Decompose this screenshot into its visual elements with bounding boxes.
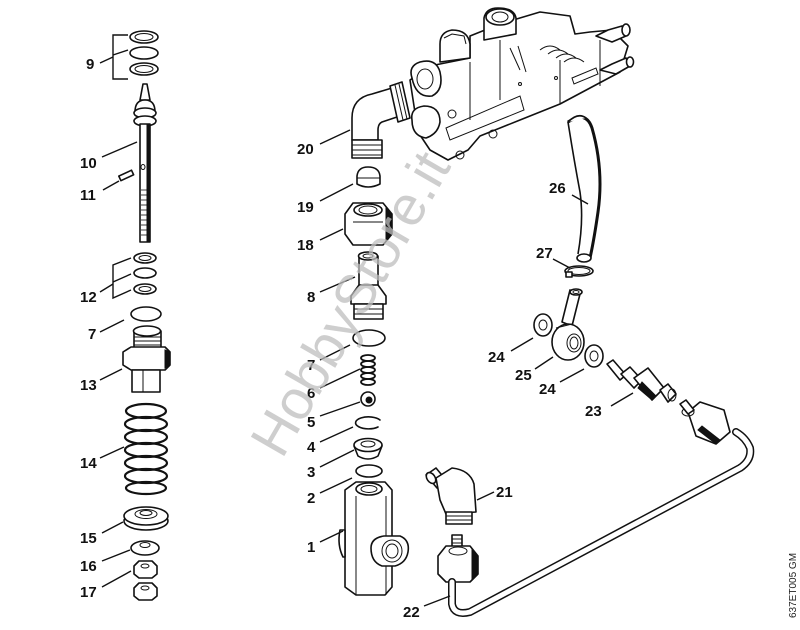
part-12-orings [133,252,157,295]
leader-5 [319,401,361,417]
leader-26 [571,194,589,205]
leader-27 [552,258,571,269]
label-6: 6 [307,385,315,402]
label-16: 16 [80,558,97,575]
label-18: 18 [297,237,314,254]
part-13-fitting [122,325,171,393]
watermark: HobbyStore.it [238,140,462,466]
label-26: 26 [549,180,566,197]
leader-23 [610,392,634,407]
leader-15 [101,521,124,534]
leader-18 [319,228,344,241]
leader-11 [102,180,120,191]
leader-2 [319,477,353,494]
leader-22 [423,595,451,607]
label-23: 23 [585,403,602,420]
label-24-first: 24 [488,349,505,366]
part-1-housing [338,481,410,596]
part-21-elbow [425,467,477,525]
label-17: 17 [80,584,97,601]
leader-25 [534,356,554,370]
leader-7-center [319,344,351,361]
label-7-center: 7 [307,357,315,374]
label-21: 21 [496,484,513,501]
label-22: 22 [403,604,420,621]
leader-10 [101,141,138,158]
leader-19 [319,183,354,202]
label-11: 11 [80,187,96,204]
leader-13 [99,368,123,381]
part-8-nipple [350,251,387,320]
label-12: 12 [80,289,97,306]
label-15: 15 [80,530,97,547]
label-19: 19 [297,199,314,216]
part-27-clamp [564,265,594,278]
part-25-banjo [551,288,585,361]
part-10-valve-rod [133,83,157,243]
label-27: 27 [536,245,553,262]
part-11-pin [118,169,135,182]
leader-8 [319,276,356,293]
part-20-elbow [351,81,411,159]
label-4: 4 [307,439,316,456]
pump-head-assembly [409,7,635,161]
part-19-ferrule [356,166,381,188]
label-20: 20 [297,141,314,158]
part-9-orings [129,30,159,76]
leader-3 [319,449,355,468]
label-25: 25 [515,367,532,384]
label-9: 9 [86,56,94,73]
part-5-ball [360,391,376,407]
part-4-snap-ring [354,416,381,430]
part-17-nuts [133,560,158,601]
label-5: 5 [307,414,315,431]
label-13: 13 [80,377,97,394]
label-1: 1 [307,539,315,556]
leader-20 [319,129,351,145]
label-24-second: 24 [539,381,556,398]
leader-9 [112,34,128,80]
leader-14 [99,446,125,459]
part-15-spring-seat [123,506,169,531]
part-3-valve-seat [353,437,383,460]
label-2: 2 [307,490,315,507]
part-16-washer [130,540,160,556]
part-26-hose [567,114,602,263]
leader-24-first [510,337,534,352]
part-7-oring-center [352,329,386,347]
part-2-oring [355,464,383,478]
leader-17 [101,570,132,588]
part-14-spring [123,402,169,496]
part-18-nut [344,202,393,246]
leader-16 [101,549,131,562]
leader-6 [319,368,361,389]
label-3: 3 [307,464,315,481]
label-8: 8 [307,289,315,306]
label-10: 10 [80,155,97,172]
leader-24-second [559,368,585,383]
part-22-tube [437,399,755,617]
part-7-oring-left [130,306,162,322]
label-14: 14 [80,455,97,472]
label-7-left: 7 [88,326,96,343]
leader-4 [319,426,354,443]
leader-7-left [99,319,125,333]
part-24-washer-2 [584,344,604,368]
part-24-washer-1 [533,313,553,337]
part-23-connector [606,359,677,403]
leader-1 [319,530,344,543]
leader-21 [476,491,495,501]
reference-code: 637ET005 GM [788,553,799,618]
part-6-spring [360,354,376,386]
